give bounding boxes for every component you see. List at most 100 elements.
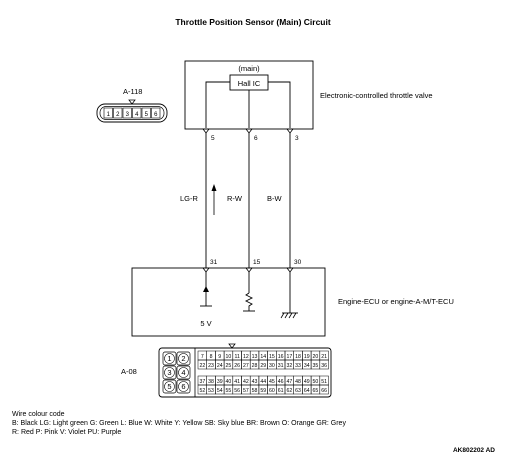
a08-pin-label: 10 xyxy=(226,354,232,360)
a08-pin-label: 62 xyxy=(286,388,292,394)
supply-arrow-icon xyxy=(203,286,209,292)
a08-pin-label: 37 xyxy=(199,379,205,385)
figure-code: AK802202 AD xyxy=(453,447,495,454)
a08-large-pin-label: 3 xyxy=(167,368,171,377)
a08-large-pin-cell xyxy=(162,351,177,366)
ecu-box xyxy=(131,267,326,337)
a08-large-pin-label: 5 xyxy=(167,382,171,391)
bottom-pin-label-3: 30 xyxy=(294,259,302,266)
a118-pin-cell xyxy=(151,107,161,119)
a08-pin-label: 63 xyxy=(295,388,301,394)
legend-heading: Wire colour code xyxy=(12,411,65,418)
a08-pin-label: 65 xyxy=(313,388,319,394)
a118-pin-label: 5 xyxy=(145,112,149,118)
a118-pin-label: 4 xyxy=(135,112,139,118)
terminal-marker-5 xyxy=(202,128,210,134)
a08-pin-label: 38 xyxy=(208,379,214,385)
a08-pin-label: 50 xyxy=(313,379,319,385)
hall-ic-label: Hall IC xyxy=(238,79,261,88)
a08-pin-label: 24 xyxy=(217,363,223,369)
a08-pin-label: 41 xyxy=(234,379,240,385)
a08-pin-label: 36 xyxy=(321,363,327,369)
a08-large-pin-circle xyxy=(164,381,175,392)
a08-pin-label: 12 xyxy=(243,354,249,360)
ecu-name: Engine-ECU or engine-A-M/T-ECU xyxy=(338,297,454,306)
connector-a118-inner xyxy=(99,106,165,120)
ecu-terminal-marker-15 xyxy=(245,267,253,273)
a08-pin-label: 11 xyxy=(234,354,239,360)
terminal-marker-3 xyxy=(286,128,294,134)
a08-pin-label: 14 xyxy=(260,354,266,360)
a08-pin-label: 39 xyxy=(217,379,223,385)
arrow-head-icon xyxy=(211,184,217,191)
a08-pin-label: 28 xyxy=(252,363,258,369)
internal-wire-3 xyxy=(268,81,291,128)
a08-pin-label: 58 xyxy=(252,388,258,394)
a08-large-pin-circle xyxy=(164,367,175,378)
top-pin-label-3: 3 xyxy=(295,135,299,142)
terminal-marker-6 xyxy=(245,128,253,134)
a08-pin-label: 46 xyxy=(278,379,284,385)
a08-pin-label: 13 xyxy=(252,354,258,360)
top-pin-label-2: 6 xyxy=(254,135,258,142)
a08-pin-label: 66 xyxy=(321,388,327,394)
a08-pin-label: 20 xyxy=(313,354,319,360)
a08-pin-label: 42 xyxy=(243,379,249,385)
a118-pin-label: 6 xyxy=(154,112,158,118)
a08-pin-label: 23 xyxy=(208,363,214,369)
throttle-valve-name: Electronic-controlled throttle valve xyxy=(320,91,433,100)
a08-pin-label: 34 xyxy=(304,363,310,369)
connector-a118-outline xyxy=(96,103,168,123)
a118-pin-label: 2 xyxy=(116,112,120,118)
a08-pin-label: 25 xyxy=(226,363,232,369)
a08-pin-label: 61 xyxy=(278,388,284,394)
a08-pin-label: 16 xyxy=(278,354,284,360)
a08-pin-label: 17 xyxy=(286,354,292,360)
a08-pin-label: 47 xyxy=(286,379,292,385)
a08-large-pin-cell xyxy=(176,379,191,394)
internal-wire-5 xyxy=(205,81,230,128)
wire-color-label-3: B-W xyxy=(267,194,283,203)
a08-pin-label: 40 xyxy=(226,379,232,385)
resistor-icon xyxy=(244,292,254,311)
a08-large-pin-label: 2 xyxy=(181,354,185,363)
a08-pin-label: 9 xyxy=(218,354,221,360)
supply-voltage: 5 V xyxy=(200,319,211,328)
ground-icon xyxy=(280,312,297,319)
a08-pin-label: 59 xyxy=(260,388,266,394)
a08-large-pin-label: 4 xyxy=(181,368,185,377)
a08-pin-cell xyxy=(319,359,329,370)
a08-pin-label: 43 xyxy=(252,379,258,385)
a08-large-pin-circle xyxy=(164,353,175,364)
a08-pin-label: 55 xyxy=(226,388,232,394)
a08-pin-label: 57 xyxy=(243,388,249,394)
a08-pin-label: 53 xyxy=(208,388,214,394)
a08-pin-label: 33 xyxy=(295,363,301,369)
a08-pin-label: 21 xyxy=(321,354,327,360)
a08-pin-label: 22 xyxy=(199,363,205,369)
ecu-terminal-marker-31 xyxy=(202,267,210,273)
a08-pin-label: 45 xyxy=(269,379,275,385)
a08-large-pin-cell xyxy=(162,365,177,380)
a118-pin-cell xyxy=(113,107,123,119)
a08-pin-label: 8 xyxy=(210,354,213,360)
a08-pin-label: 19 xyxy=(304,354,310,360)
a08-large-pin-cell xyxy=(176,351,191,366)
a08-pin-label: 31 xyxy=(278,363,284,369)
a118-pin-cell xyxy=(141,107,151,119)
a08-large-pin-cell xyxy=(162,379,177,394)
a08-pin-label: 7 xyxy=(201,354,204,360)
diagram-title: Throttle Position Sensor (Main) Circuit xyxy=(175,17,331,27)
legend-line-1: B: Black LG: Light green G: Green L: Blu… xyxy=(12,420,346,427)
a08-pin-cell xyxy=(319,384,329,395)
a118-pin-cell xyxy=(122,107,132,119)
connector-a08-key xyxy=(228,343,236,349)
a08-pin-label: 18 xyxy=(295,354,301,360)
connector-a118-key xyxy=(128,99,136,105)
a118-pin-cell xyxy=(132,107,142,119)
a08-pin-label: 54 xyxy=(217,388,223,394)
